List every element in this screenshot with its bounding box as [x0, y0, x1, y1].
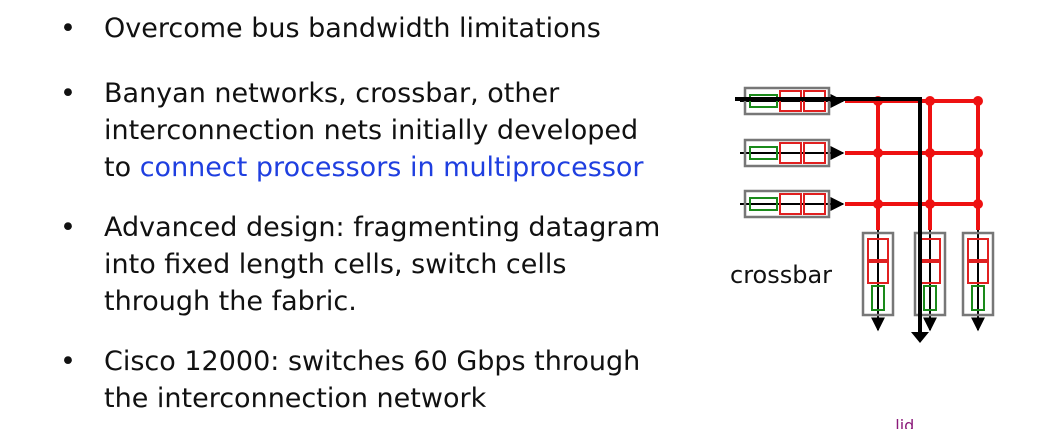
- cell-green: [749, 197, 778, 211]
- bullet-dot: •: [60, 346, 76, 377]
- bullet-line: interconnection nets initially developed: [104, 115, 639, 146]
- footer-mark: ...lid... ....: [880, 418, 955, 429]
- cell-red: [967, 261, 989, 284]
- crosspoint: [973, 96, 983, 106]
- bullet-line: into fixed length cells, switch cells: [104, 249, 567, 280]
- crosspoint: [973, 148, 983, 158]
- queue-layer: [740, 86, 995, 332]
- bullet-dot: •: [60, 78, 76, 109]
- crossbar-grid: [845, 96, 983, 230]
- cell-red: [967, 238, 989, 261]
- bullet-list: • Overcome bus bandwidth limitations • B…: [60, 10, 700, 440]
- crosspoint: [925, 199, 935, 209]
- highlighted-phrase: connect processors in multiprocessor: [139, 152, 644, 183]
- crosspoint: [873, 148, 883, 158]
- switched-path: [735, 97, 929, 343]
- bullet-2: • Banyan networks, crossbar, other inter…: [60, 75, 700, 186]
- crossbar-label: crossbar: [730, 261, 833, 289]
- input-queue: [743, 138, 831, 168]
- cell-red: [867, 261, 889, 284]
- bullet-line: the interconnection network: [104, 383, 487, 414]
- output-queue: [861, 231, 895, 317]
- cell-red: [867, 238, 889, 261]
- cell-red: [779, 193, 802, 215]
- input-queue: [743, 189, 831, 219]
- bullet-4: • Cisco 12000: switches 60 Gbps through …: [60, 343, 700, 417]
- switched-path-arrowhead: [911, 332, 929, 343]
- cell-red: [779, 142, 802, 164]
- cell-green: [971, 285, 985, 311]
- cell-green: [749, 146, 778, 160]
- cell-green: [923, 285, 937, 311]
- output-queue: [961, 231, 995, 317]
- bullet-text: Overcome bus bandwidth limitations: [104, 13, 601, 44]
- cell-green: [871, 285, 885, 311]
- switched-path-line: [735, 97, 922, 339]
- crosspoint: [973, 199, 983, 209]
- bullet-line-prefix: to: [104, 152, 140, 183]
- cell-red: [803, 193, 826, 215]
- bullet-line: Advanced design: fragmenting datagram: [104, 212, 661, 243]
- crosspoint: [925, 96, 935, 106]
- bullet-dot: •: [60, 13, 76, 44]
- bullet-line: Cisco 12000: switches 60 Gbps through: [104, 346, 641, 377]
- bullet-line: to connect processors in multiprocessor: [104, 149, 700, 186]
- crossbar-diagram: [735, 86, 995, 343]
- bullet-line: Banyan networks, crossbar, other: [104, 78, 560, 109]
- bullet-1: • Overcome bus bandwidth limitations: [60, 10, 700, 47]
- bullet-line: through the fabric.: [104, 286, 357, 317]
- output-queue: [913, 231, 947, 317]
- cell-red: [803, 142, 826, 164]
- bullet-dot: •: [60, 212, 76, 243]
- crosspoint: [925, 148, 935, 158]
- bullet-3: • Advanced design: fragmenting datagram …: [60, 209, 700, 320]
- crosspoint: [873, 199, 883, 209]
